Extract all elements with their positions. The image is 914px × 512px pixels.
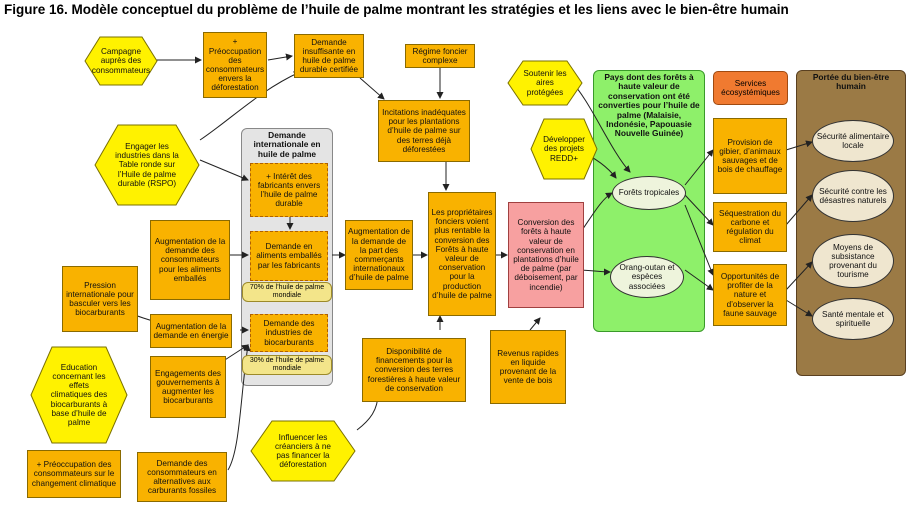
region-portee-label: Portée du bien-être humain [812, 72, 890, 92]
link [199, 159, 249, 181]
factor-augm-energie: Augmentation de la demande en énergie [150, 314, 232, 348]
strategy-campagne: Campagne auprès des consommateurs [91, 47, 151, 75]
link [199, 71, 301, 141]
service-opportunites: Opportunités de profiter de la nature et… [713, 264, 787, 326]
factor-interet: + Intérêt des fabricants envers l’huile … [250, 163, 328, 217]
wellbeing-securite-des: Sécurité contre les désastres naturels [812, 170, 894, 222]
strategy-engager: Engager les industries dans la Table ron… [115, 142, 179, 188]
factor-demande-insuf: Demande insuffisante en huile de palme d… [294, 34, 364, 78]
strategy-soutenir: Soutenir les aires protégées [523, 69, 567, 97]
link [785, 194, 813, 226]
factor-preoc-deforest: + Préoccupation des consommateurs envers… [203, 32, 267, 98]
link [785, 140, 813, 151]
wellbeing-securite-alim: Sécurité alimentaire locale [812, 120, 894, 162]
strategy-influencer: Influencer les créanciers à ne pas finan… [275, 432, 331, 470]
factor-preoc-climat: + Préoccupation des consommateurs sur le… [27, 450, 121, 498]
strategy-education: Education concernant les effets climatiq… [50, 362, 108, 427]
factor-augm-conso: Augmentation de la demande des consommat… [150, 220, 230, 300]
hex-campagne-shape [84, 36, 158, 86]
hex-soutenir-shape [507, 60, 583, 106]
services-ecosystemiques: Services écosystémiques [713, 71, 788, 105]
link [684, 194, 714, 226]
factor-engagements: Engagements des gouvernements à augmente… [150, 356, 226, 418]
note-30pct: 30% de l’huile de palme mondiale [242, 355, 332, 375]
hex-engager-shape [94, 124, 200, 206]
wellbeing-sante: Santé mentale et spirituelle [812, 298, 894, 340]
service-sequestration: Séquestration du carbone et régulation d… [713, 202, 787, 252]
factor-pression: Pression internationale pour basculer ve… [62, 266, 138, 332]
factor-incitations: Incitations inadéquates pour les plantat… [378, 100, 470, 162]
link [684, 269, 714, 291]
factor-proprietaires: Les propriétaires fonciers voient plus r… [428, 192, 496, 316]
region-pays-label: Pays dont des forêts à haute valeur de c… [598, 72, 700, 139]
region-demande-label: Demande internationale en huile de palme [253, 130, 321, 159]
hex-redd-shape [530, 118, 598, 180]
hex-education-shape [30, 346, 128, 444]
factor-demande-altern: Demande des consommateurs en alternative… [137, 452, 227, 502]
factor-regime: Régime foncier complexe [405, 44, 475, 68]
factor-dispo: Disponibilité de financements pour la co… [362, 338, 466, 402]
factor-revenus: Revenus rapides en liquide provenant de … [490, 330, 566, 404]
link [359, 77, 385, 100]
link [785, 261, 813, 291]
hex-influencer-shape [250, 420, 356, 482]
factor-augm-part: Augmentation de la demande de la part de… [345, 220, 413, 290]
link [684, 149, 714, 186]
target-forets: Forêts tropicales [612, 176, 686, 210]
link [785, 299, 813, 317]
strategy-redd: Développer des projets REDD+ [543, 135, 585, 163]
link [267, 53, 293, 61]
figure-title: Figure 16. Modèle conceptuel du problème… [4, 2, 789, 17]
link [529, 317, 541, 331]
factor-demande-aliments: Demande en aliments emballés par les fab… [250, 231, 328, 281]
note-70pct: 70% de l’huile de palme mondiale [242, 282, 332, 302]
threat-conversion: Conversion des forêts à haute valeur de … [508, 202, 584, 308]
service-gibier: Provision de gibier, d’animaux sauvages … [713, 118, 787, 194]
wellbeing-moyens: Moyens de subsistance provenant du touri… [812, 234, 894, 288]
link [684, 204, 715, 276]
factor-demande-biocarb: Demande des industries de biocarburants [250, 314, 328, 352]
target-orang: Orang-outan et espèces associées [610, 256, 684, 298]
